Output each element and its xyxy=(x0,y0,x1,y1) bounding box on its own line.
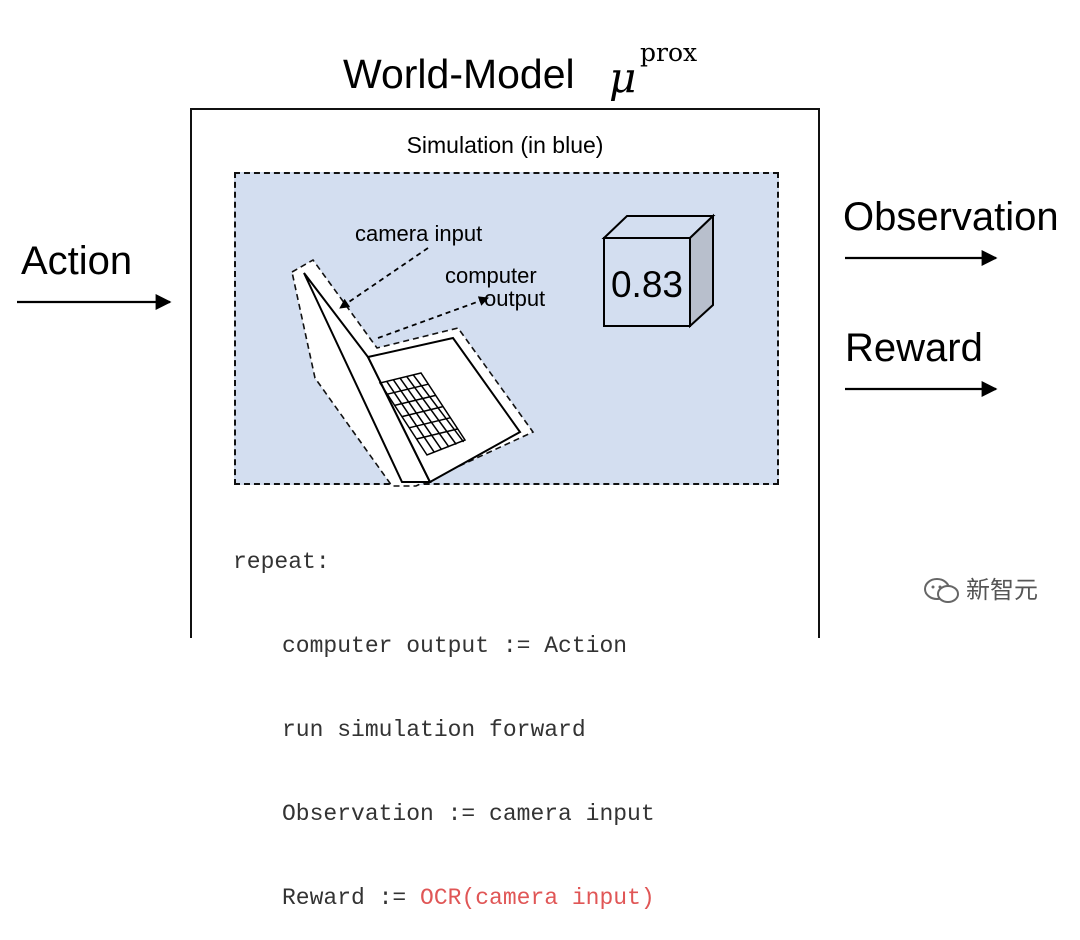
world-model-box xyxy=(190,108,820,638)
cube-value: 0.83 xyxy=(610,264,683,305)
camera-input-label: camera input xyxy=(355,221,483,246)
laptop-keyboard xyxy=(378,372,467,456)
code-line-observation: Observation := camera input xyxy=(282,801,655,827)
wechat-logo-icon xyxy=(924,578,959,603)
diagram-graphics xyxy=(17,213,998,487)
watermark-text: 新智元 xyxy=(966,577,1038,604)
code-line-computer-output: computer output := Action xyxy=(282,633,628,659)
code-line-reward: Reward := OCR(camera input) xyxy=(233,884,655,912)
camera-input-arrow xyxy=(339,247,429,309)
code-line-run-simulation: run simulation forward xyxy=(282,717,586,743)
mu-symbol: μ xyxy=(609,53,637,102)
computer-output-label-line1: computer xyxy=(445,263,537,288)
computer-output-arrow xyxy=(377,296,489,339)
laptop-base xyxy=(366,336,522,484)
pseudocode-block: repeat: computer output := Action run si… xyxy=(233,492,655,940)
action-label: Action xyxy=(21,239,133,283)
reward-label: Reward xyxy=(845,326,983,370)
value-cube xyxy=(601,213,716,329)
code-line-repeat: repeat: xyxy=(233,549,330,575)
mu-superscript: prox xyxy=(640,38,698,67)
computer-output-label-line2: output xyxy=(484,286,546,311)
observation-label: Observation xyxy=(843,195,1059,239)
code-reward-ocr: OCR(camera input) xyxy=(420,885,655,911)
simulation-label: Simulation (in blue) xyxy=(406,132,604,158)
diagram-title: World-Model xyxy=(343,51,575,97)
code-reward-prefix: Reward := xyxy=(282,885,421,911)
